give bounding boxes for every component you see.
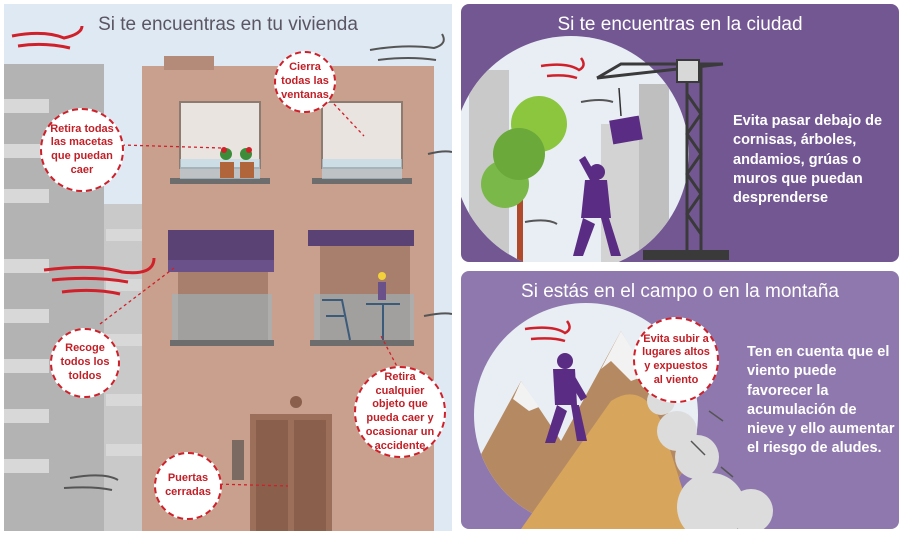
city-panel-title: Si te encuentras en la ciudad bbox=[557, 14, 803, 35]
bubble-remove-objects: Retira cualquier objeto que pueda caer y… bbox=[354, 366, 446, 458]
bubble-closed-doors: Puertas cerradas bbox=[154, 452, 222, 520]
awnings bbox=[168, 230, 414, 272]
mountain-panel-title: Si estás en el campo o en la montaña bbox=[521, 281, 839, 302]
mountain-panel: Si estás en el campo o en la montaña Evi… bbox=[461, 271, 899, 529]
bubble-remove-pots: Retira todas las macetas que puedan caer bbox=[40, 108, 124, 192]
home-panel-title: Si te encuentras en tu vivienda bbox=[98, 14, 358, 35]
mountain-slope bbox=[521, 394, 695, 529]
city-advice-text: Evita pasar debajo de cornisas, árboles,… bbox=[733, 113, 883, 207]
bubble-avoid-heights: Evita subir a lugares altos y expuestos … bbox=[633, 317, 719, 403]
bubble-retract-awnings: Recoge todos los toldos bbox=[50, 328, 120, 398]
window-right bbox=[321, 101, 403, 169]
balcony-left bbox=[172, 294, 272, 340]
home-panel: Si te encuentras en tu vivienda Retira t… bbox=[4, 4, 452, 531]
balcony-furniture bbox=[322, 299, 400, 341]
flower-pots bbox=[220, 147, 254, 178]
intercom bbox=[232, 440, 244, 480]
wind-arrows bbox=[11, 25, 156, 296]
city-panel: Si te encuentras en la ciudad Evita pasa… bbox=[461, 4, 899, 262]
person-mountain bbox=[545, 353, 587, 443]
person-city bbox=[573, 156, 621, 256]
hanging-load bbox=[609, 115, 643, 145]
mountain-advice-text: Ten en cuenta que el viento puede favore… bbox=[747, 344, 895, 457]
city-illustration bbox=[461, 36, 729, 262]
bubble-close-windows: Cierra todas las ventanas bbox=[274, 51, 336, 113]
tree-trunk bbox=[517, 144, 523, 262]
